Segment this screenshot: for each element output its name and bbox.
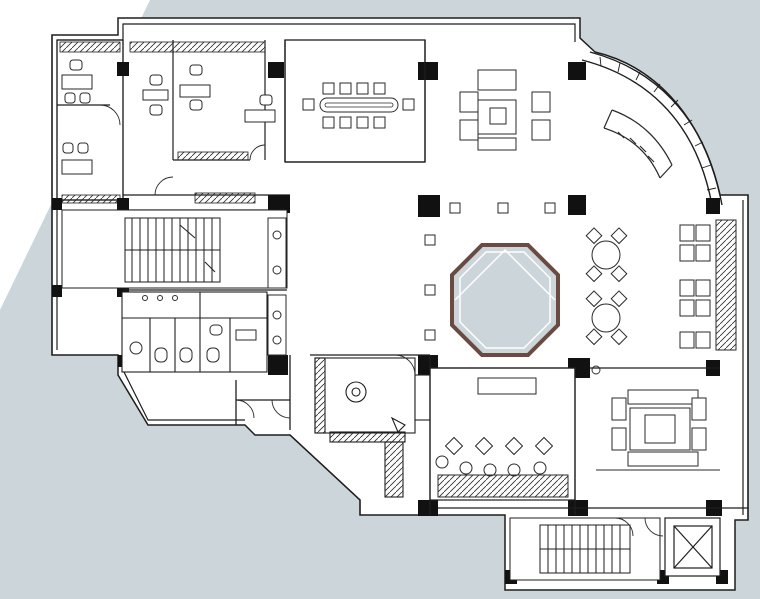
restrooms [121,291,268,373]
curved-wall-mullions [599,56,717,191]
hall-pilasters [424,202,556,341]
curved-wall [581,51,723,206]
elevator-shaft [664,517,721,577]
interior-walls [123,40,748,515]
bar-kitchen [314,357,438,498]
meeting-chairs [302,82,415,129]
toilet-fixtures [129,295,257,363]
lounge-sofas [429,367,576,501]
cabinet-hatched [194,192,256,204]
booth-seating [679,219,737,351]
meeting-room [284,39,426,163]
lobby-east [596,389,720,471]
staircase-west [61,209,288,289]
cabinet-hatched [61,194,121,204]
cabinet-hatched [129,41,266,53]
cabinet-hatched [59,41,121,53]
door-swings [99,104,664,537]
curved-reception [603,109,673,179]
office-furniture [61,59,276,175]
staircase-south [509,517,661,581]
dining-area [585,227,628,346]
meeting-table [319,97,399,113]
stair-side-fixtures [267,217,287,356]
central-hall-octagon [450,243,560,357]
cabinet-hatched [177,151,249,161]
lounge-top [459,69,551,151]
